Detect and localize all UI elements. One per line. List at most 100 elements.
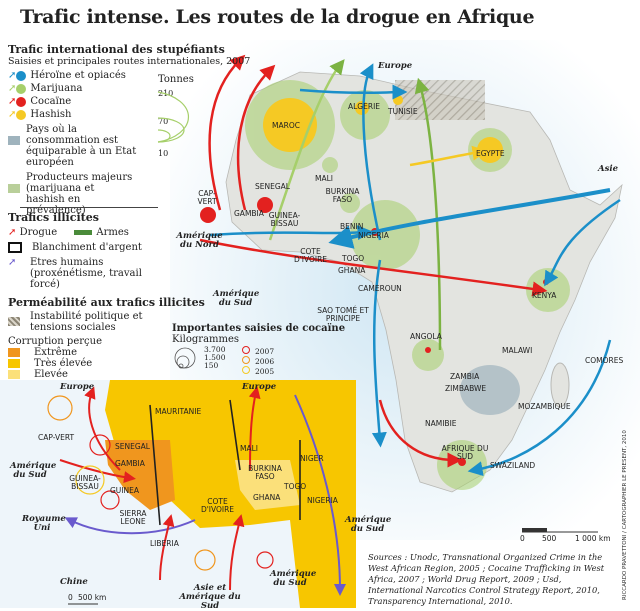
corruption-label: Très élevée (34, 358, 93, 369)
route-arrow-icon: ➚ (8, 109, 17, 120)
map-label: Asie et Amérique du Sud (179, 583, 241, 611)
map-label: GAMBIA (234, 209, 264, 218)
legend-title: Perméabilité aux trafics illicites (8, 296, 205, 309)
seizures-title: Importantes saisies de cocaïne (172, 323, 346, 334)
tonnes-label: Tonnes (158, 74, 194, 85)
map-label: ZAMBIA (450, 372, 480, 381)
human-trafficking-arrow-icon: ➚ (8, 257, 17, 268)
size-3700: 3.700 (204, 345, 226, 354)
map-label: TOGO (342, 254, 365, 263)
map-label: MALI (315, 174, 333, 183)
map-label: BURKINA FASO (248, 464, 282, 481)
map-label: Royaume Uni (22, 514, 66, 533)
year-label: 2005 (255, 367, 275, 376)
legend-armes: Armes (96, 227, 129, 238)
year-circle-icon (242, 366, 250, 374)
inset-laundering-borders (149, 399, 301, 526)
map-label: Chine (60, 577, 88, 587)
map-label: SENEGAL (115, 442, 150, 451)
size-1500: 1.500 (204, 353, 226, 362)
legend-drug-2: ➚Cocaïne (8, 96, 238, 107)
map-label: EGYPTE (476, 149, 505, 158)
year-circle-icon (242, 356, 250, 364)
legend-drogue: Drogue (19, 227, 58, 238)
corruption-swatch (8, 348, 20, 357)
legend-humains: Etres humains (proxénétisme, travail for… (30, 257, 142, 290)
instability-north (395, 80, 485, 120)
map-label: CAP-VERT (38, 433, 75, 442)
map-label: GUINEA (110, 486, 139, 495)
legend-drug-0: ➚Héroïne et opiacés (8, 70, 238, 81)
legend-instabilite: Instabilité politique et tensions social… (30, 311, 143, 333)
map-label: COTE D'IVOIRE (200, 497, 235, 514)
map-label: NIGERIA (358, 231, 389, 240)
laundering-icon (8, 242, 22, 253)
legend-corruption-title: Corruption perçue (8, 336, 102, 347)
map-label: Amérique du Sud (10, 461, 57, 480)
seizures-unit: Kilogrammes (172, 334, 240, 345)
drug-arrow-icon: ➚ (8, 227, 17, 238)
seizure-size-circles (174, 347, 196, 369)
africa-landmass (225, 71, 623, 493)
legend-consumption: Pays où la consommation est équiparable … (8, 124, 151, 168)
map-label: Europe (60, 382, 95, 392)
legend-corruption-2: Elevée (8, 369, 238, 380)
map-label: Europe (378, 61, 413, 71)
tonnes-70: 70 (158, 117, 169, 126)
map-label: 500 (542, 534, 557, 543)
inset-arrows (59, 386, 346, 596)
map-label: GAMBIA (115, 459, 145, 468)
map-label: Europe (242, 382, 277, 392)
map-label: NAMIBIE (425, 419, 457, 428)
size-150: 150 (204, 361, 219, 370)
map-label: 500 km (78, 593, 107, 602)
seizure-dot-icon (16, 70, 27, 81)
inset-land (105, 380, 356, 608)
map-label: CAMEROUN (358, 284, 402, 293)
corruption-swatch (8, 370, 20, 379)
map-label: Amérique du Sud (213, 289, 260, 308)
legend-producers: Producteurs majeurs (marijuana et hashis… (8, 172, 136, 216)
map-label: 0 (68, 593, 73, 602)
map-label: GHANA (338, 266, 366, 275)
map-label: ALGERIE (348, 102, 381, 111)
map-label: SAO TOMÉ ET PRINCIPE (317, 306, 369, 323)
map-label: SENEGAL (255, 182, 290, 191)
map-label: GHANA (253, 493, 281, 502)
year-1: 2006 (242, 356, 274, 366)
map-label: 1 000 km (575, 534, 611, 543)
legend-divider (20, 207, 158, 208)
map-label: Amérique du Sud (345, 515, 392, 534)
tonnes-10: 10 (158, 149, 169, 158)
map-label: NIGER (300, 454, 324, 463)
tonnes-arc-scale (157, 91, 189, 143)
legend-drug-label: Héroïne et opiacés (30, 70, 126, 81)
sources: Sources : Unodc, Transnational Organized… (368, 552, 605, 606)
route-arrow-icon: ➚ (8, 83, 17, 94)
year-label: 2006 (255, 357, 275, 366)
scale-bar (522, 528, 598, 533)
map-label: GUINEA-BISSAU (268, 211, 301, 228)
map-label: LIBERIA (150, 539, 179, 548)
map-label: COMORES (585, 356, 624, 365)
map-label: AFRIQUE DU SUD (441, 444, 489, 461)
map-label: ANGOLA (410, 332, 442, 341)
year-circle-icon (242, 346, 250, 354)
corruption-label: Extrême (34, 347, 78, 358)
corruption-swatch (8, 359, 20, 368)
map-label: SWAZILAND (490, 461, 536, 470)
map-label: Amérique du Nord (176, 231, 223, 250)
legend-drug-label: Cocaïne (30, 96, 72, 107)
map-label: Amérique du Sud (270, 569, 317, 588)
legend-drug-1: ➚Marijuana (8, 83, 238, 94)
map-label: TOGO (284, 482, 307, 491)
map-label: KENYA (532, 291, 557, 300)
consumption-zone (460, 365, 520, 415)
map-label: CAP-VERT (197, 189, 217, 206)
legend-drug-3: ➚Hashish (8, 109, 238, 120)
arms-icon (74, 230, 93, 235)
legend-corruption-1: Très élevée (8, 358, 238, 369)
madagascar (550, 362, 570, 408)
legend-title: Trafic international des stupéfiants (8, 43, 225, 56)
